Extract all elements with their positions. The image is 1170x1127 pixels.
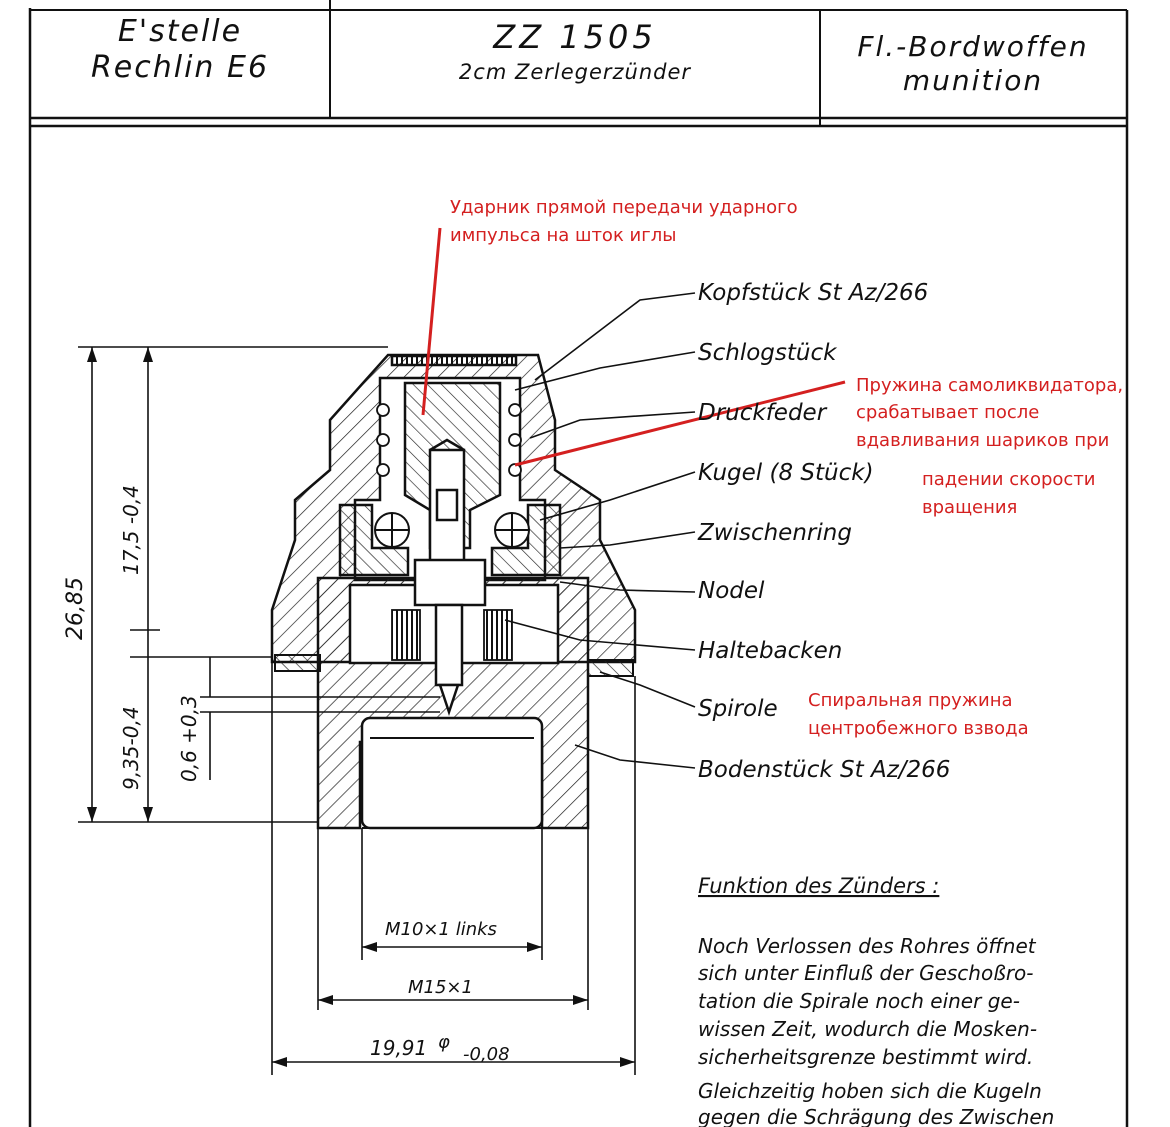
annotation-spring-1: Пружина самоликвидатора,: [856, 375, 1123, 396]
thread-cavity: [360, 716, 544, 830]
header-category-line2: munition: [902, 63, 1044, 97]
label-kopfstueck: Kopfstück St Az/266: [698, 280, 928, 306]
annotation-spiral-1: Спиральная пружина: [808, 690, 1013, 711]
part-labels: Kopfstück St Az/266 Schlogstück Druckfed…: [697, 280, 950, 783]
zwischenring-part: [338, 503, 410, 577]
function-line: Gleichzeitig hoben sich die Kugeln: [698, 1079, 1042, 1103]
needle-block: [413, 558, 487, 607]
annotation-leaders: [421, 227, 846, 467]
label-nadel: Nodel: [698, 578, 765, 604]
header-org-line2: Rechlin E6: [90, 50, 270, 85]
dimension-lines: [78, 346, 636, 1075]
flange-right: [587, 659, 634, 677]
annotation-striker-2: импульса на шток иглы: [450, 225, 676, 246]
annotation-spring-4: падении скорости: [922, 469, 1096, 490]
function-description: Funktion des Zünders : Noch Verlossen de…: [698, 874, 1054, 1127]
function-line: sich unter Einfluß der Geschoßro-: [698, 961, 1034, 985]
label-haltebacken: Haltebacken: [698, 638, 842, 664]
function-line: sicherheitsgrenze bestimmt wird.: [698, 1045, 1033, 1069]
header-category-cell: Fl.-Bordwoffen munition: [824, 30, 1122, 97]
label-zwischenring: Zwischenring: [697, 520, 852, 546]
label-kugel: Kugel (8 Stück): [698, 460, 874, 486]
dim-total-height: 26,85: [63, 577, 88, 640]
label-schlagstueck: Schlogstück: [698, 340, 838, 366]
dim-outer-thread: M15×1: [408, 977, 473, 998]
dim-lower-height: 9,35-0,4: [119, 706, 143, 790]
flange-left: [274, 654, 321, 672]
label-spirale: Spirole: [698, 696, 778, 722]
header-title-cell: ZZ 1505 2cm Zerlegerzünder: [334, 18, 816, 86]
annotation-spiral-2: центробежного взвода: [808, 718, 1029, 739]
dim-inner-thread: M10×1 links: [385, 919, 497, 940]
dim-diameter-symbol: φ: [438, 1032, 450, 1053]
function-heading: Funktion des Zünders :: [698, 874, 939, 898]
fuze-cross-section: [270, 353, 637, 830]
label-druckfeder: Druckfeder: [698, 400, 828, 426]
red-annotations: Ударник прямой передачи ударного импульс…: [450, 197, 1123, 739]
haltebacken-right: [483, 609, 513, 661]
dim-upper-height: 17,5 -0,4: [119, 485, 143, 575]
label-bodenstueck: Bodenstück St Az/266: [698, 757, 950, 783]
function-line: Noch Verlossen des Rohres öffnet: [698, 934, 1037, 958]
haltebacken-left: [391, 609, 421, 661]
dim-small-gap: 0,6 +0,3: [177, 695, 201, 782]
header-org-line1: E'stelle: [117, 14, 243, 49]
annotation-spring-5: вращения: [922, 497, 1017, 518]
function-line: gegen die Schrägung des Zwischen: [698, 1105, 1054, 1127]
leader-lines: [504, 292, 696, 769]
header-subtitle: 2cm Zerlegerzünder: [458, 60, 692, 85]
dim-diameter: 19,91: [370, 1036, 427, 1060]
header-category-line1: Fl.-Bordwoffen: [857, 30, 1089, 63]
header-org-cell: E'stelle Rechlin E6: [34, 14, 326, 86]
druckfeder-coils: [376, 403, 522, 477]
annotation-striker-1: Ударник прямой передачи ударного: [450, 197, 798, 218]
cap-spring-band: [390, 354, 518, 367]
annotation-spring-3: вдавливания шариков при: [856, 430, 1109, 451]
title-block-frame: [28, 0, 1129, 1127]
annotation-spring-2: срабатывает после: [856, 402, 1039, 423]
kugel-balls: [374, 512, 530, 548]
needle-pin: [435, 488, 459, 522]
dimension-arrows: [87, 347, 635, 1067]
dim-diameter-tolerance: -0,08: [463, 1044, 510, 1065]
function-line: wissen Zeit, wodurch die Mosken-: [698, 1017, 1037, 1041]
header-title: ZZ 1505: [493, 18, 657, 56]
function-line: tation die Spirale noch einer ge-: [698, 989, 1020, 1013]
